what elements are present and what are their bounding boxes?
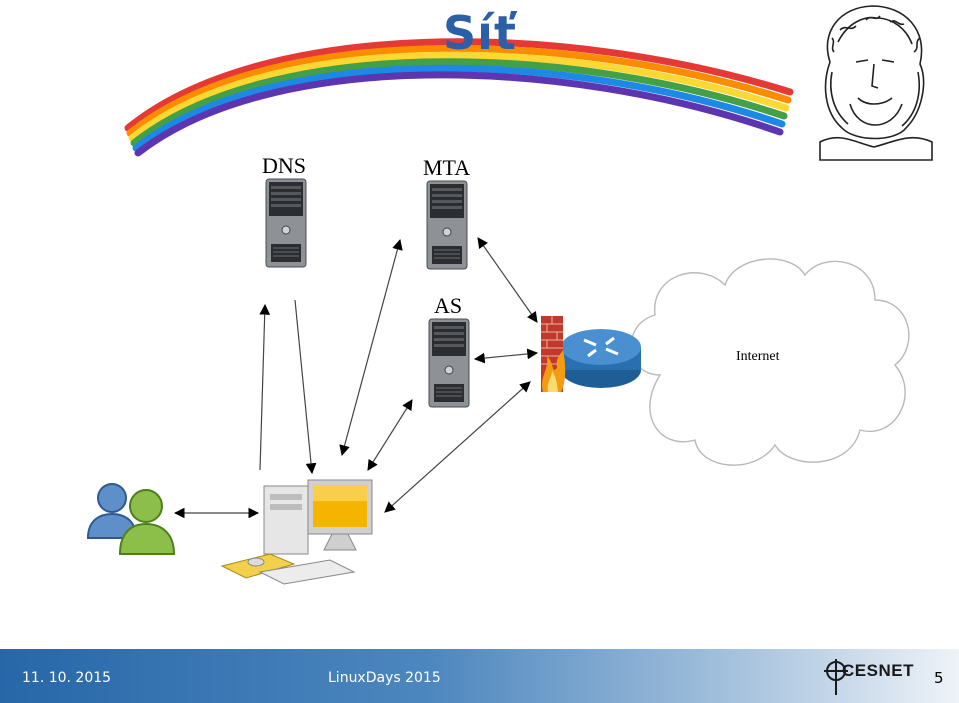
workstation-icon	[220, 479, 373, 585]
edge-workstation-dns-up	[259, 303, 271, 471]
edge-as-firewall	[473, 348, 539, 364]
page-number: 5	[934, 669, 944, 687]
edge-mta-firewall	[477, 237, 538, 323]
as-label: AS	[434, 293, 463, 318]
edge-workstation-firewall	[384, 381, 531, 513]
edge-workstation-as	[367, 399, 413, 471]
footer-event: LinuxDays 2015	[328, 670, 441, 686]
slide-title: Síť	[443, 6, 517, 60]
dns-label: DNS	[262, 153, 307, 178]
footer-date: 11. 10. 2015	[22, 670, 112, 686]
edge-dns-workstation-down	[294, 299, 317, 475]
footer-bar: 11. 10. 2015 LinuxDays 2015 CESNET 5	[0, 649, 959, 703]
firewall-icon	[541, 316, 566, 392]
dns-server-icon	[265, 178, 307, 268]
footer-brand: CESNET	[842, 661, 914, 680]
as-server-icon	[428, 318, 470, 408]
users-icon	[86, 483, 176, 555]
mta-server-icon	[426, 180, 468, 270]
zeus-bust-icon	[819, 5, 933, 161]
cesnet-logo-icon	[824, 659, 848, 695]
router-icon	[561, 329, 641, 388]
edge-workstation-mta	[339, 238, 403, 457]
cloud-icon	[630, 258, 910, 466]
internet-label: Internet	[736, 349, 780, 364]
mta-label: MTA	[423, 155, 471, 180]
